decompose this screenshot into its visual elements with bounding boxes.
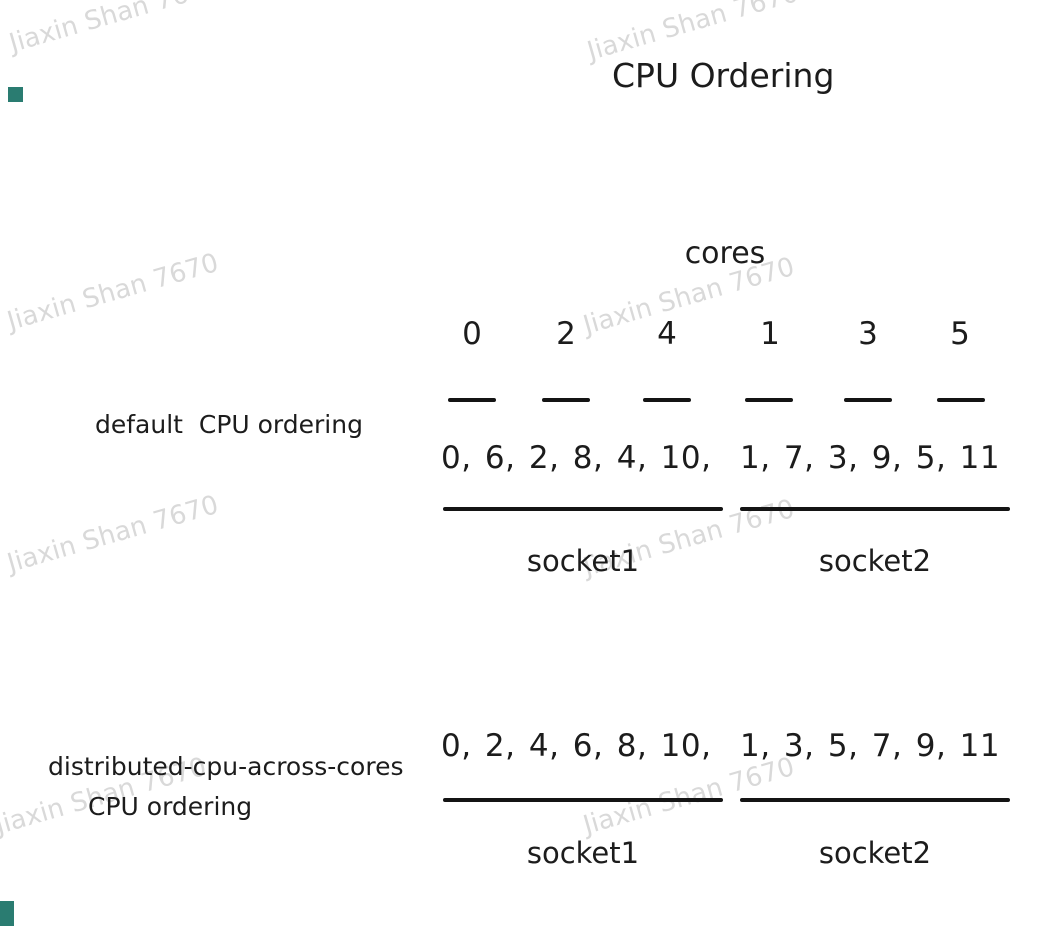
page-title: CPU Ordering	[612, 56, 835, 95]
watermark: Jiaxin Shan 7670	[4, 489, 222, 579]
core-tick	[448, 398, 496, 402]
socket1-underline	[443, 798, 723, 802]
default-ordering-label: default CPU ordering	[95, 410, 363, 439]
distributed-ordering-label-line2: CPU ordering	[88, 792, 253, 821]
core-tick	[643, 398, 691, 402]
cores-label: cores	[684, 236, 766, 271]
default-socket2-values: 1, 7, 3, 9, 5, 11	[740, 440, 1001, 476]
core-number: 2	[556, 316, 576, 352]
socket2-underline	[740, 507, 1010, 511]
distributed-socket2-label: socket2	[818, 836, 932, 870]
socket1-underline	[443, 507, 723, 511]
corner-mark-top	[8, 87, 23, 102]
distributed-socket1-values: 0, 2, 4, 6, 8, 10,	[441, 728, 712, 764]
core-number: 3	[858, 316, 878, 352]
watermark: Jiaxin Shan 7670	[4, 247, 222, 337]
distributed-socket1-label: socket1	[526, 836, 640, 870]
distributed-ordering-label-line1: distributed-cpu-across-cores	[48, 752, 404, 781]
corner-mark-bottom	[0, 901, 14, 926]
watermark: Jiaxin Shan 7670	[580, 751, 798, 841]
watermark: Jiaxin Shan 7670	[6, 0, 224, 59]
core-tick	[745, 398, 793, 402]
core-number: 1	[760, 316, 780, 352]
core-number: 5	[950, 316, 970, 352]
core-tick	[542, 398, 590, 402]
core-number: 0	[462, 316, 482, 352]
socket2-underline	[740, 798, 1010, 802]
default-socket1-label: socket1	[526, 544, 640, 578]
core-tick	[937, 398, 985, 402]
default-socket2-label: socket2	[818, 544, 932, 578]
core-number: 4	[657, 316, 677, 352]
distributed-socket2-values: 1, 3, 5, 7, 9, 11	[740, 728, 1001, 764]
core-tick	[844, 398, 892, 402]
default-socket1-values: 0, 6, 2, 8, 4, 10,	[441, 440, 712, 476]
